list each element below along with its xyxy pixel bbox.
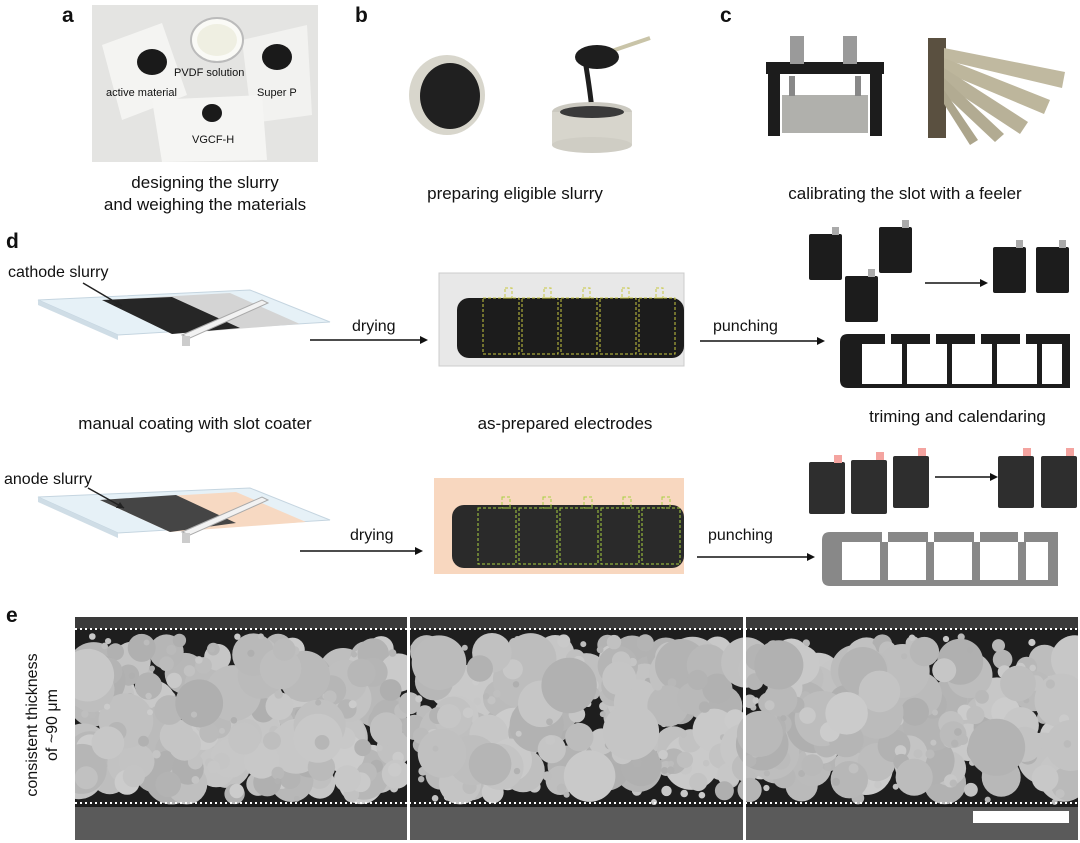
caption-a-line2: and weighing the materials [103,195,307,214]
coating-caption: manual coating with slot coater [78,414,312,433]
panel-label-a: a [62,4,74,27]
sem-cross-sections [75,617,1078,840]
caption-c: calibrating the slot with a feeler [788,184,1022,203]
vgcf-pile [202,104,222,122]
electrodes-caption: as-prepared electrodes [477,414,653,433]
scale-bar [973,811,1069,823]
panel-a-photo: PVDF solution active material Super P VG… [92,5,318,162]
anode-coating [100,495,236,532]
active-material-label: active material [106,87,177,99]
panel-label-b: b [355,4,368,27]
panel-label-e: e [6,604,18,627]
panel-label-d: d [6,230,19,253]
sem-images [75,617,1078,840]
caption-a: designing the slurry and weighing the ma… [92,172,318,216]
drying-label-cathode: drying [352,318,396,335]
active-material-pile [137,49,167,75]
panel-label-c: c [720,4,732,27]
caption-a-line1: designing the slurry [131,173,279,192]
caption-b: preparing eligible slurry [427,184,603,203]
punching-label-cathode: punching [713,318,778,335]
thickness-label-line1: consistent thickness [24,653,41,797]
thickness-label: consistent thickness of ~90 μm [18,635,62,825]
thickness-label-line2: of ~90 μm [44,689,61,761]
materials-illustration [102,17,312,162]
superp-label: Super P [257,87,297,99]
drying-label-anode: drying [350,527,394,544]
jar-slurry [420,63,480,129]
cathode-coating [102,297,240,334]
cathode-slurry-label: cathode slurry [8,264,109,281]
punching-label-anode: punching [708,527,773,544]
superp-pile [262,44,292,70]
pvdf-label: PVDF solution [174,67,245,79]
anode-slurry-label: anode slurry [4,471,93,488]
trimming-caption: triming and calendaring [869,407,1046,426]
vgcf-label: VGCF-H [192,134,235,146]
